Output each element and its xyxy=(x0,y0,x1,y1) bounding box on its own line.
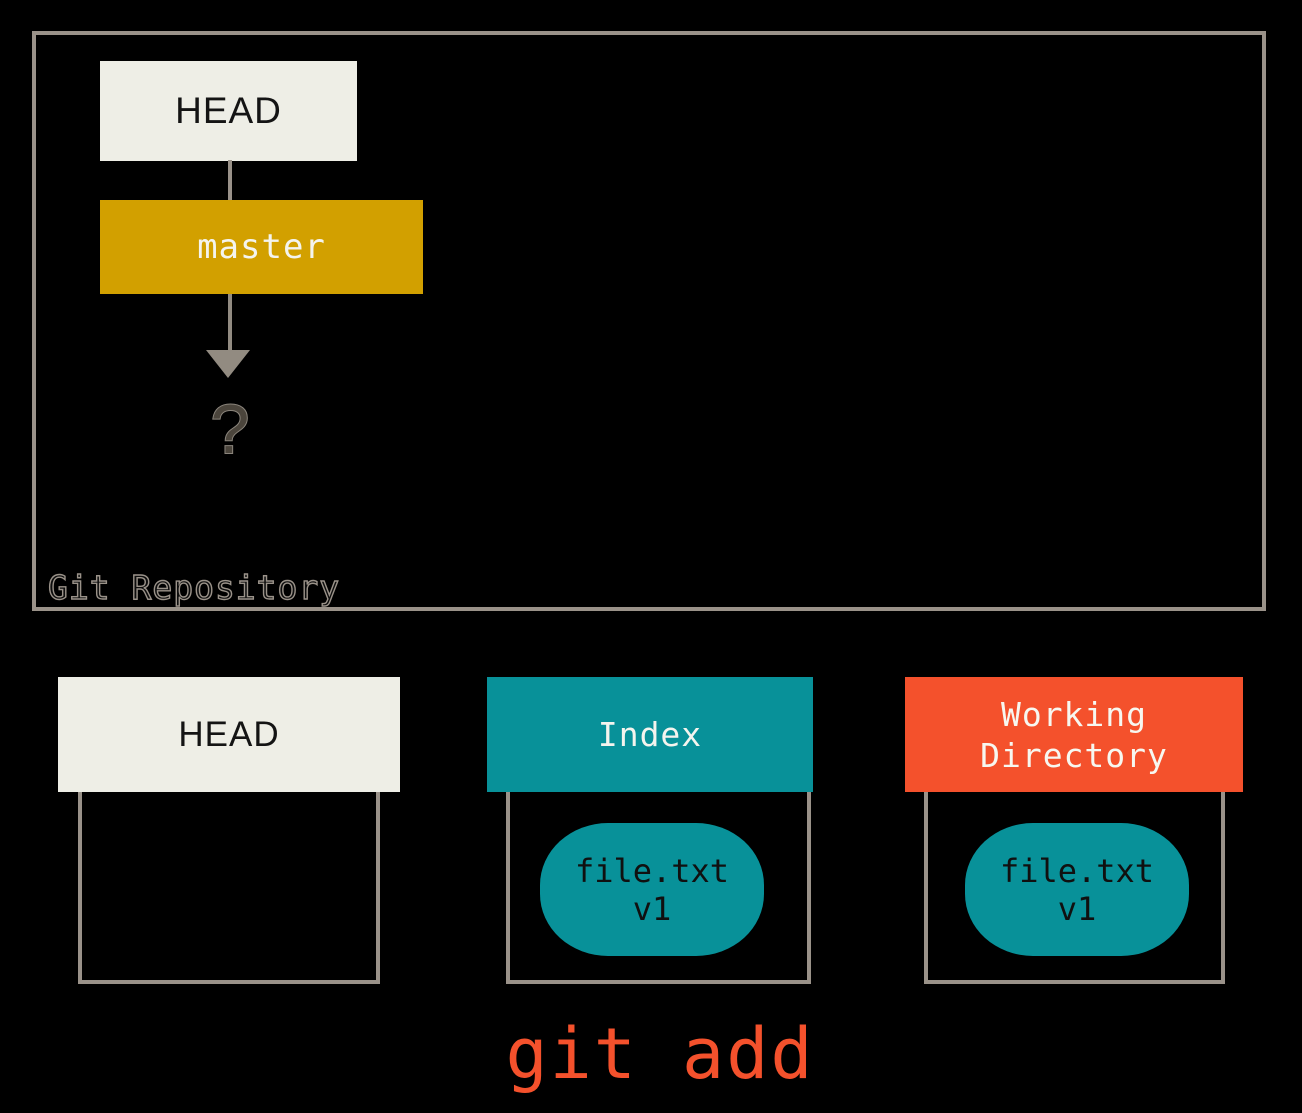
stage-header-line-2: Directory xyxy=(980,735,1168,775)
stage-header-head: HEAD xyxy=(58,677,400,792)
file-blob-working-directory: file.txt v1 xyxy=(965,823,1189,956)
stage-header-label-head: HEAD xyxy=(178,715,280,754)
file-blob-working-directory-name: file.txt xyxy=(999,851,1155,890)
git-repository-box xyxy=(32,31,1266,611)
git-repository-label: Git Repository xyxy=(47,567,341,607)
command-caption: git add xyxy=(505,1013,815,1095)
file-blob-index-version: v1 xyxy=(632,889,672,928)
unknown-commit-question-mark: ? xyxy=(210,389,251,469)
stage-header-label-working-directory: Working Directory xyxy=(980,694,1168,776)
repo-master-box: master xyxy=(100,200,423,294)
file-blob-index: file.txt v1 xyxy=(540,823,764,956)
stage-body-working-directory xyxy=(924,792,1225,984)
stage-header-working-directory: Working Directory xyxy=(905,677,1243,792)
stage-header-label-index: Index xyxy=(597,715,703,754)
head-to-master-connector xyxy=(228,160,232,202)
repo-head-label: HEAD xyxy=(175,90,282,131)
repo-head-box: HEAD xyxy=(100,61,357,161)
repo-master-label: master xyxy=(197,227,326,267)
stage-header-index: Index xyxy=(487,677,813,792)
file-blob-index-name: file.txt xyxy=(574,851,730,890)
file-blob-working-directory-version: v1 xyxy=(1057,889,1097,928)
master-to-commit-arrow-stem xyxy=(228,294,232,352)
master-to-commit-arrow-head-icon xyxy=(206,350,250,378)
stage-body-index xyxy=(506,792,811,984)
stage-header-line-1: Working xyxy=(1000,694,1148,734)
stage-body-head xyxy=(78,792,380,984)
